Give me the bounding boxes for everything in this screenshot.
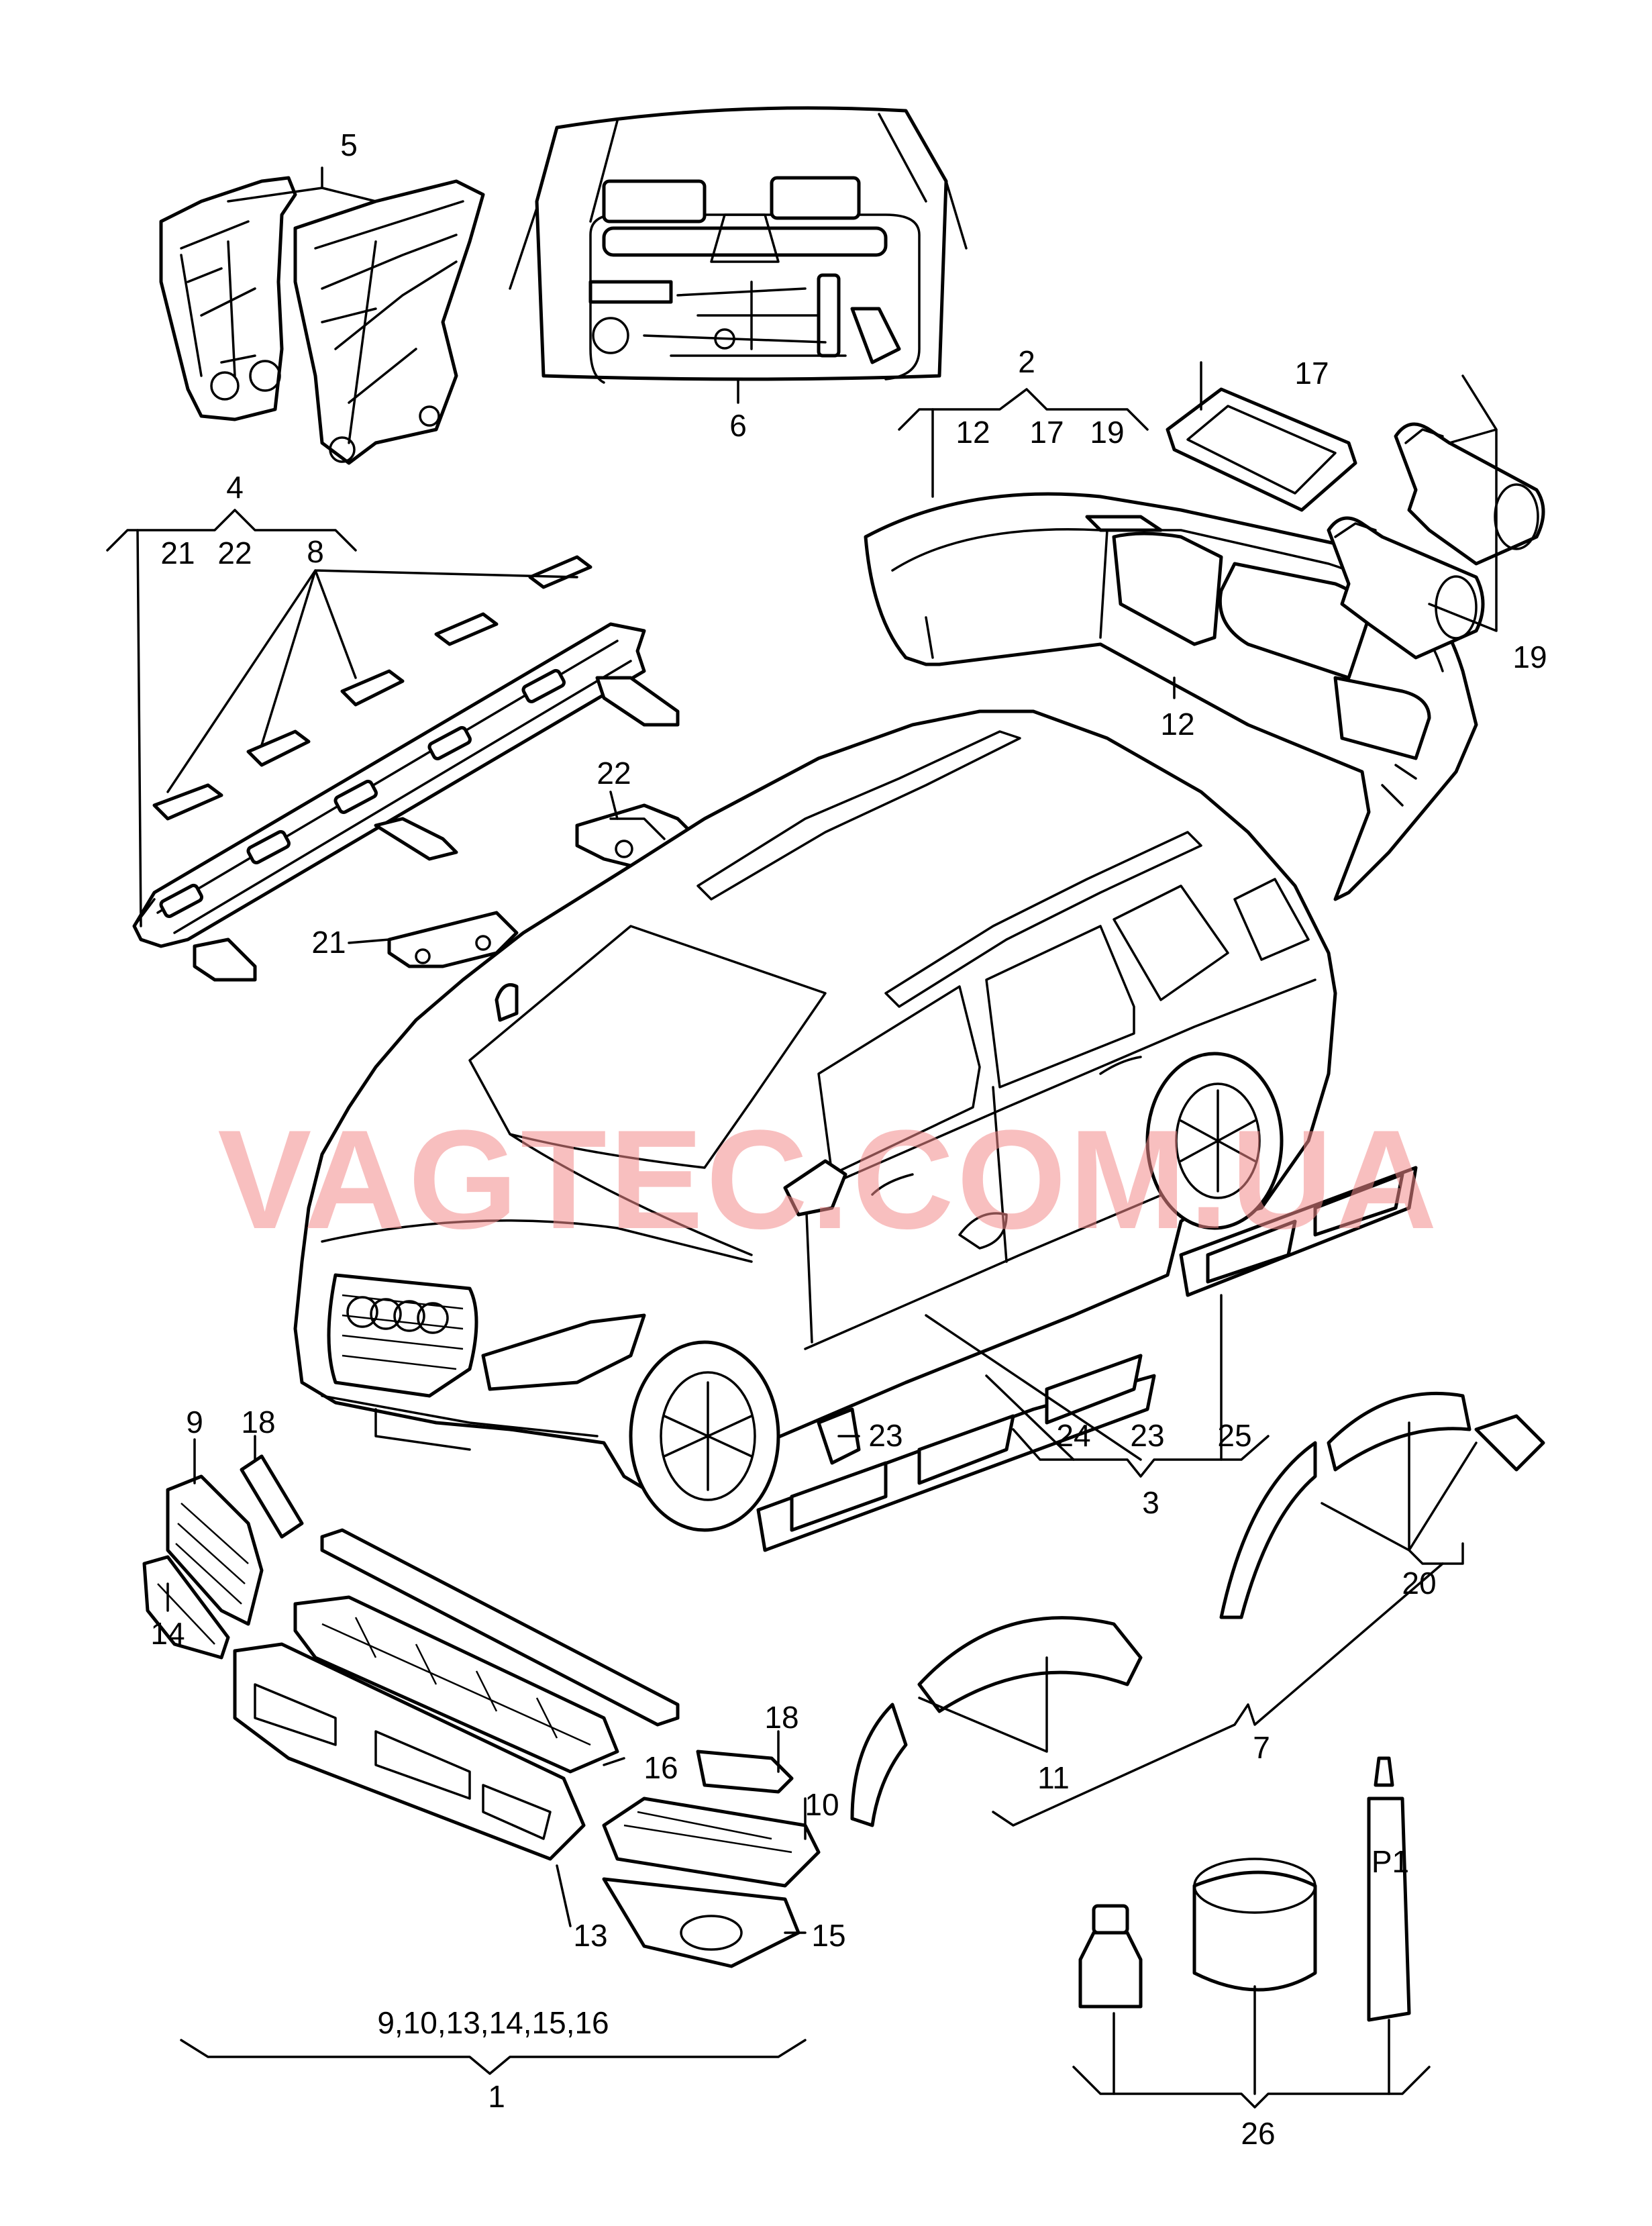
front-wheel-arch-part-11 xyxy=(850,1616,1143,1827)
bumper-reinforcement-part-16 xyxy=(293,1595,619,1774)
callout-3-group-25: 25 xyxy=(1217,1418,1251,1453)
rear-wheel-arch-part-20 xyxy=(1219,1391,1545,1619)
tool-tray-part-5 xyxy=(159,176,485,465)
callout-3-group-24: 24 xyxy=(1056,1418,1090,1453)
cover-part-18a xyxy=(240,1454,304,1539)
callout-21: 21 xyxy=(311,925,346,960)
callout-2-group-19: 19 xyxy=(1090,415,1124,450)
callout-18a: 18 xyxy=(241,1405,275,1439)
side-sill-part-4 xyxy=(132,622,680,982)
tube-label-p1: P1 xyxy=(1372,1844,1409,1879)
callout-16: 16 xyxy=(643,1750,678,1785)
callout-2: 2 xyxy=(1018,344,1035,379)
callout-14: 14 xyxy=(150,1616,185,1651)
callout-6: 6 xyxy=(729,408,747,443)
watermark-text: VAGTEC.COM.UA xyxy=(217,1101,1439,1258)
vehicle-body xyxy=(293,709,1337,1532)
callout-1: 1 xyxy=(488,2079,505,2114)
callout-4-group-22: 22 xyxy=(217,536,252,570)
callout-7: 7 xyxy=(1253,1730,1270,1765)
grille-part-9 xyxy=(166,1474,264,1626)
door-trim-part-24 xyxy=(756,1354,1156,1552)
callout-8: 8 xyxy=(307,534,324,569)
callout-23-door: 23 xyxy=(868,1418,902,1453)
bumper-cover-part-13 xyxy=(233,1642,586,1861)
callout-5: 5 xyxy=(340,128,358,162)
callout-26: 26 xyxy=(1241,2116,1275,2151)
callout-3-group-23: 23 xyxy=(1130,1418,1164,1453)
callout-1-group: 9,10,13,14,15,16 xyxy=(377,2005,609,2040)
rear-door-trim-part-25 xyxy=(1179,1166,1418,1297)
sealant-tube-part-26 xyxy=(1367,1756,1411,2022)
rear-bumper-part-12 xyxy=(864,492,1478,901)
callout-15: 15 xyxy=(811,1918,845,1953)
callout-18b: 18 xyxy=(764,1700,798,1735)
callout-9: 9 xyxy=(186,1405,203,1439)
bottle-part-26 xyxy=(1078,1904,1143,2009)
grille-part-15 xyxy=(602,1877,801,1968)
tool-kit-part-6 xyxy=(509,106,968,384)
callout-17: 17 xyxy=(1294,356,1329,391)
grille-part-10 xyxy=(602,1797,821,1888)
strip-part-16 xyxy=(320,1528,680,1727)
callout-12: 12 xyxy=(1160,707,1194,742)
leader-lines xyxy=(106,166,1498,2109)
callout-2-group-17: 17 xyxy=(1029,415,1064,450)
grille-part-14 xyxy=(142,1555,230,1660)
trim-strips-part-8 xyxy=(152,555,592,821)
container-part-26 xyxy=(1192,1858,1317,1992)
callout-labels: 5 6 2 12 17 19 17 19 12 4 21 22 8 22 21 … xyxy=(150,128,1547,2151)
callout-19: 19 xyxy=(1512,640,1547,674)
callout-13: 13 xyxy=(573,1918,607,1953)
callout-10: 10 xyxy=(805,1787,839,1822)
callout-2-group-12: 12 xyxy=(956,415,990,450)
callout-22: 22 xyxy=(597,756,631,791)
callout-4-group-21: 21 xyxy=(160,536,195,570)
license-plate-base-part-17 xyxy=(1166,387,1357,512)
exhaust-tips-part-19 xyxy=(1327,422,1545,660)
callout-20: 20 xyxy=(1402,1566,1436,1601)
cover-part-18b xyxy=(696,1750,794,1794)
callout-4: 4 xyxy=(226,470,244,505)
callout-11: 11 xyxy=(1037,1760,1070,1795)
callout-3: 3 xyxy=(1142,1485,1159,1520)
